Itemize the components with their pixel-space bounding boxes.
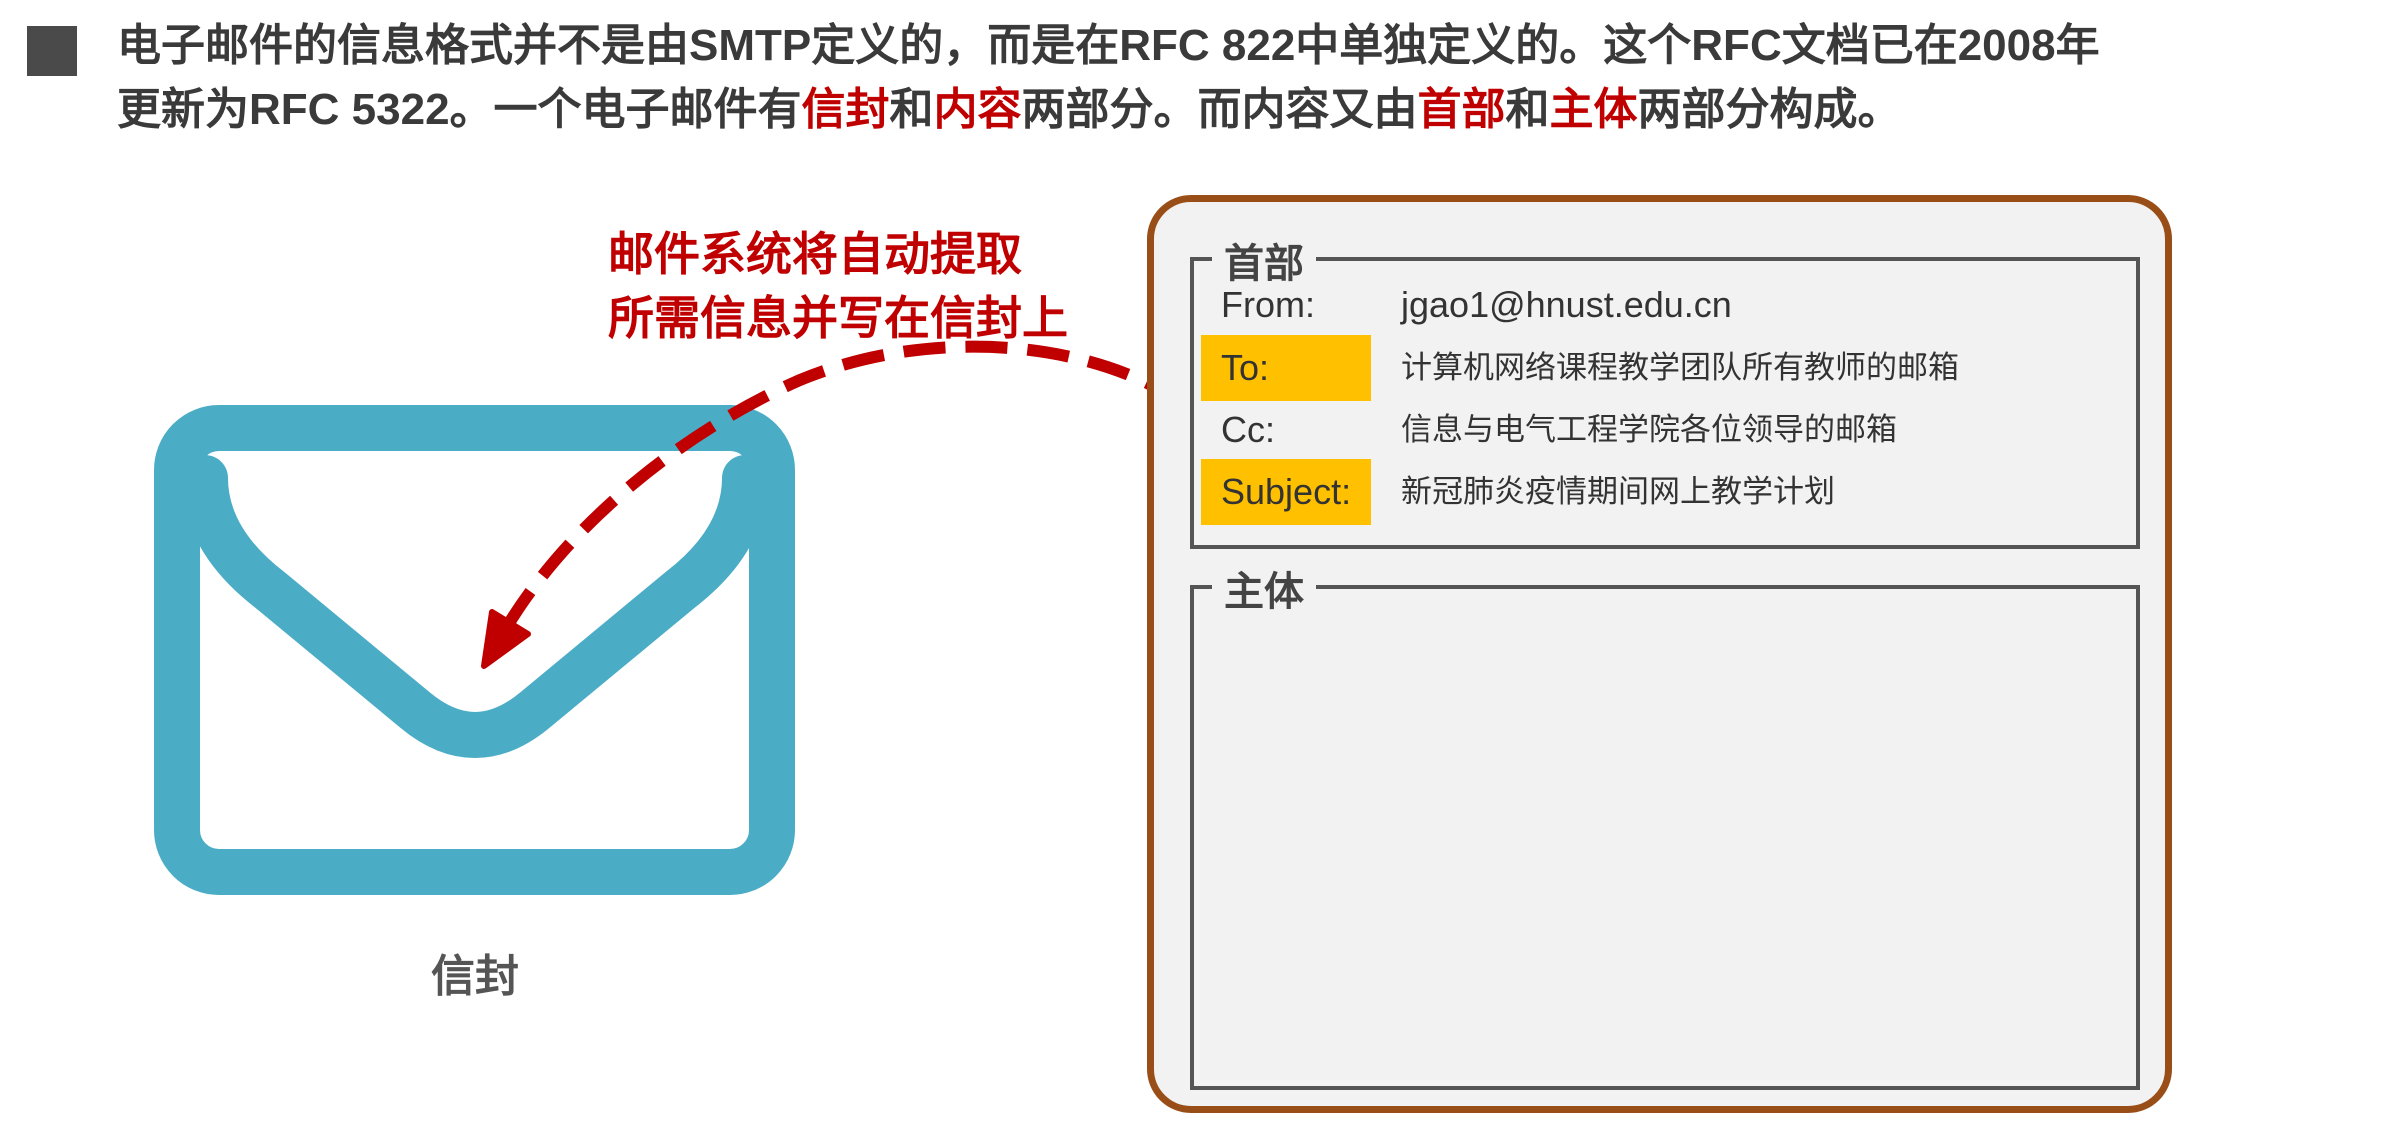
field-row-to: To: 计算机网络课程教学团队所有教师的邮箱 — [1201, 335, 2131, 401]
heading-line-2: 更新为RFC 5322。一个电子邮件有信封和内容两部分。而内容又由首部和主体两部… — [117, 78, 2267, 142]
dashed-arrow — [481, 340, 1187, 669]
field-name-subject: Subject: — [1201, 459, 1371, 525]
header-section: 首部 From: jgao1@hnust.edu.cn To: 计算机网络课程教… — [1190, 231, 2140, 549]
arrow-head — [481, 609, 531, 669]
heading-text-segment: 更新为RFC 5322。一个电子邮件有 — [117, 85, 802, 134]
field-name-cc: Cc: — [1221, 409, 1275, 450]
heading-text-segment: 和 — [1505, 85, 1550, 134]
field-value-subject: 新冠肺炎疫情期间网上教学计划 — [1401, 474, 1835, 509]
heading-text-segment: 两部分构成。 — [1637, 85, 1902, 134]
email-content-box: 首部 From: jgao1@hnust.edu.cn To: 计算机网络课程教… — [1147, 195, 2172, 1113]
body-section: 主体 — [1190, 559, 2140, 1090]
field-name-from: From: — [1221, 284, 1315, 325]
field-row-from: From: jgao1@hnust.edu.cn — [1201, 272, 2131, 338]
field-name-to: To: — [1201, 335, 1371, 401]
header-section-title: 首部 — [1212, 231, 1316, 289]
bullet-square — [27, 26, 77, 76]
highlight-header: 首部 — [1417, 85, 1506, 134]
body-section-title: 主体 — [1212, 559, 1316, 617]
highlight-content: 内容 — [933, 85, 1022, 134]
field-row-subject: Subject: 新冠肺炎疫情期间网上教学计划 — [1201, 459, 2131, 525]
field-value-to: 计算机网络课程教学团队所有教师的邮箱 — [1401, 350, 1959, 385]
highlight-body: 主体 — [1549, 85, 1638, 134]
callout-text: 邮件系统将自动提取 所需信息并写在信封上 — [608, 222, 1068, 350]
envelope-icon — [154, 405, 795, 895]
callout-line-1: 邮件系统将自动提取 — [608, 228, 1022, 280]
field-value-cc: 信息与电气工程学院各位领导的邮箱 — [1401, 412, 1897, 447]
envelope-label: 信封 — [431, 952, 519, 1001]
heading-text-segment: 和 — [889, 85, 934, 134]
heading-text-segment: 两部分。而内容又由 — [1021, 85, 1418, 134]
highlight-envelope: 信封 — [801, 85, 890, 134]
heading-text: 电子邮件的信息格式并不是由SMTP定义的，而是在RFC 822中单独定义的。这个… — [117, 14, 2267, 142]
callout-line-2: 所需信息并写在信封上 — [608, 292, 1068, 344]
field-value-from: jgao1@hnust.edu.cn — [1401, 284, 1732, 325]
heading-line-1: 电子邮件的信息格式并不是由SMTP定义的，而是在RFC 822中单独定义的。这个… — [117, 21, 2100, 70]
field-row-cc: Cc: 信息与电气工程学院各位领导的邮箱 — [1201, 397, 2131, 463]
